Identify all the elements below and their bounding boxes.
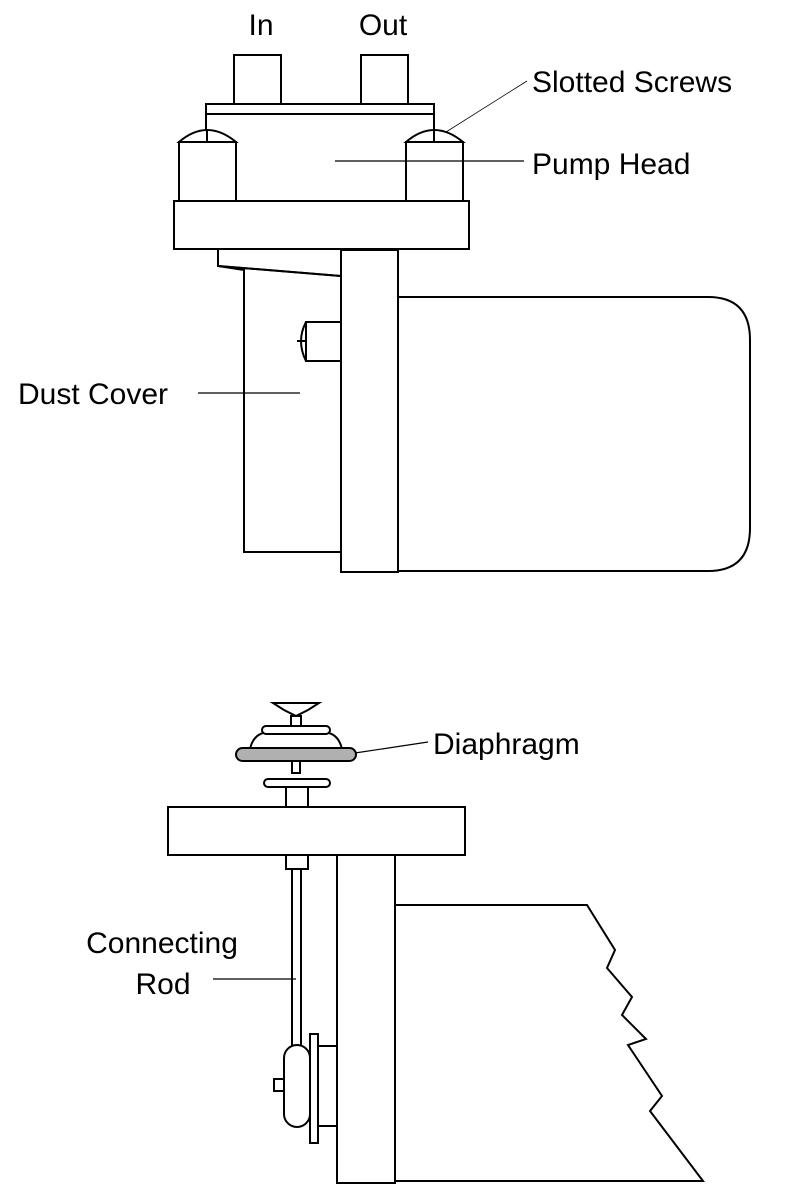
rod-end [283,1044,311,1128]
pump-head-flange [173,200,470,250]
bearing-plate [309,1033,319,1144]
out-label: Out [359,9,408,42]
pump-head [205,113,435,202]
slotted-screws-leader [445,80,528,133]
connecting-rod-label-line2: Rod [135,968,190,1001]
top-plate [205,103,435,115]
upper-washer [261,725,331,735]
connecting-rod-label-line1: Connecting [86,927,238,960]
shaft-stub [305,321,342,362]
diaphragm-leader [354,741,429,754]
assembled-pump-view: In Out Slotted Screws Pump Head Dust Cov… [18,9,751,573]
mounting-plate [340,249,399,573]
lower-flange [167,806,466,856]
rod-pin [273,1078,285,1092]
motor-body-broken [394,904,706,1182]
lower-washer [263,778,331,788]
in-port [233,54,282,105]
dust-cover [217,250,342,553]
center-stem [291,760,301,774]
pump-head-label: Pump Head [532,148,690,181]
rod-collar [285,854,309,870]
diaphragm-stem [285,786,309,808]
diaphragm-label: Diaphragm [433,728,580,761]
wing-screw-icon [269,702,323,718]
connecting-rod [291,868,302,1048]
slotted-screw-left [176,129,239,202]
diaphragm [235,747,357,762]
motor-body [397,296,751,572]
lower-mounting-plate [336,854,396,1184]
diaphragm-assembly-view: Diaphragm Connecting Rod [86,702,706,1184]
out-port [360,54,409,105]
bearing-hub [317,1045,338,1127]
in-label: In [248,9,273,42]
wing-screw-stem [290,715,302,727]
dust-cover-label: Dust Cover [18,378,168,411]
slotted-screws-label: Slotted Screws [532,66,732,99]
slotted-screw-right [403,129,466,202]
